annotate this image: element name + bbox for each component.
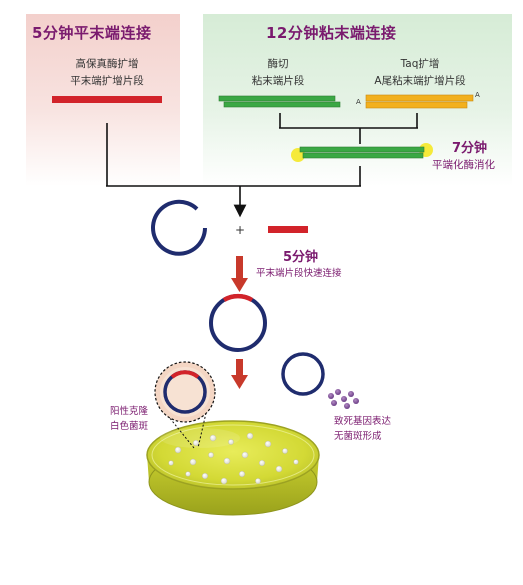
a-overhang-left: A <box>356 98 361 106</box>
positive-line2: 白色菌斑 <box>110 421 149 432</box>
lethal-line1: 致死基因表达 <box>334 416 392 427</box>
digest-step-label: 酶切 粘末端片段 <box>226 56 330 90</box>
a-overhang-right: A <box>475 91 480 99</box>
a-tailed-fragment <box>365 94 474 109</box>
enzyme-step-desc: 平端化酶消化 <box>432 159 495 171</box>
empty-vector <box>281 352 325 396</box>
ligation-arrow <box>231 256 248 292</box>
digest-line2: 粘末端片段 <box>251 75 305 87</box>
ligation-desc: 平末端片段快速连接 <box>256 268 342 279</box>
positive-clone-label: 阳性克隆 白色菌斑 <box>110 404 148 434</box>
sticky-end-fragment <box>218 95 341 108</box>
digest-line1: 酶切 <box>267 58 289 70</box>
sticky-end-title: 12分钟粘末端连接 <box>266 24 397 42</box>
pcr-step-line1: 高保真酶扩增 <box>75 58 139 70</box>
petri-dish <box>146 420 320 516</box>
blunt-end-fragment <box>52 96 162 103</box>
plus-sign: + <box>235 223 246 237</box>
enzyme-step-time: 7分钟 <box>452 141 488 156</box>
taq-line2: A尾粘末端扩增片段 <box>374 75 466 87</box>
lethal-gene-dots <box>328 389 359 409</box>
transformation-arrow <box>231 359 248 389</box>
merge-bracket <box>279 113 418 144</box>
convergence-lines <box>106 166 361 218</box>
linearized-vector <box>151 199 207 256</box>
ligation-time: 5分钟 <box>283 250 319 265</box>
white-colonies <box>168 432 299 485</box>
enzyme-treated-fragment <box>291 143 433 162</box>
positive-line1: 阳性克隆 <box>110 406 149 417</box>
colony-zoom-callout <box>154 361 216 423</box>
insert-fragment <box>268 226 308 233</box>
lethal-gene-label: 致死基因表达 无菌斑形成 <box>334 414 391 444</box>
lethal-line2: 无菌斑形成 <box>334 431 382 442</box>
pcr-step-line2: 平末端扩增片段 <box>70 75 144 87</box>
recombinant-plasmid <box>209 293 267 352</box>
taq-line1: Taq扩增 <box>400 58 440 70</box>
blunt-end-title: 5分钟平末端连接 <box>32 24 152 42</box>
pcr-step-label: 高保真酶扩增 平末端扩增片段 <box>52 56 162 90</box>
taq-step-label: Taq扩增 A尾粘末端扩增片段 <box>360 56 480 90</box>
